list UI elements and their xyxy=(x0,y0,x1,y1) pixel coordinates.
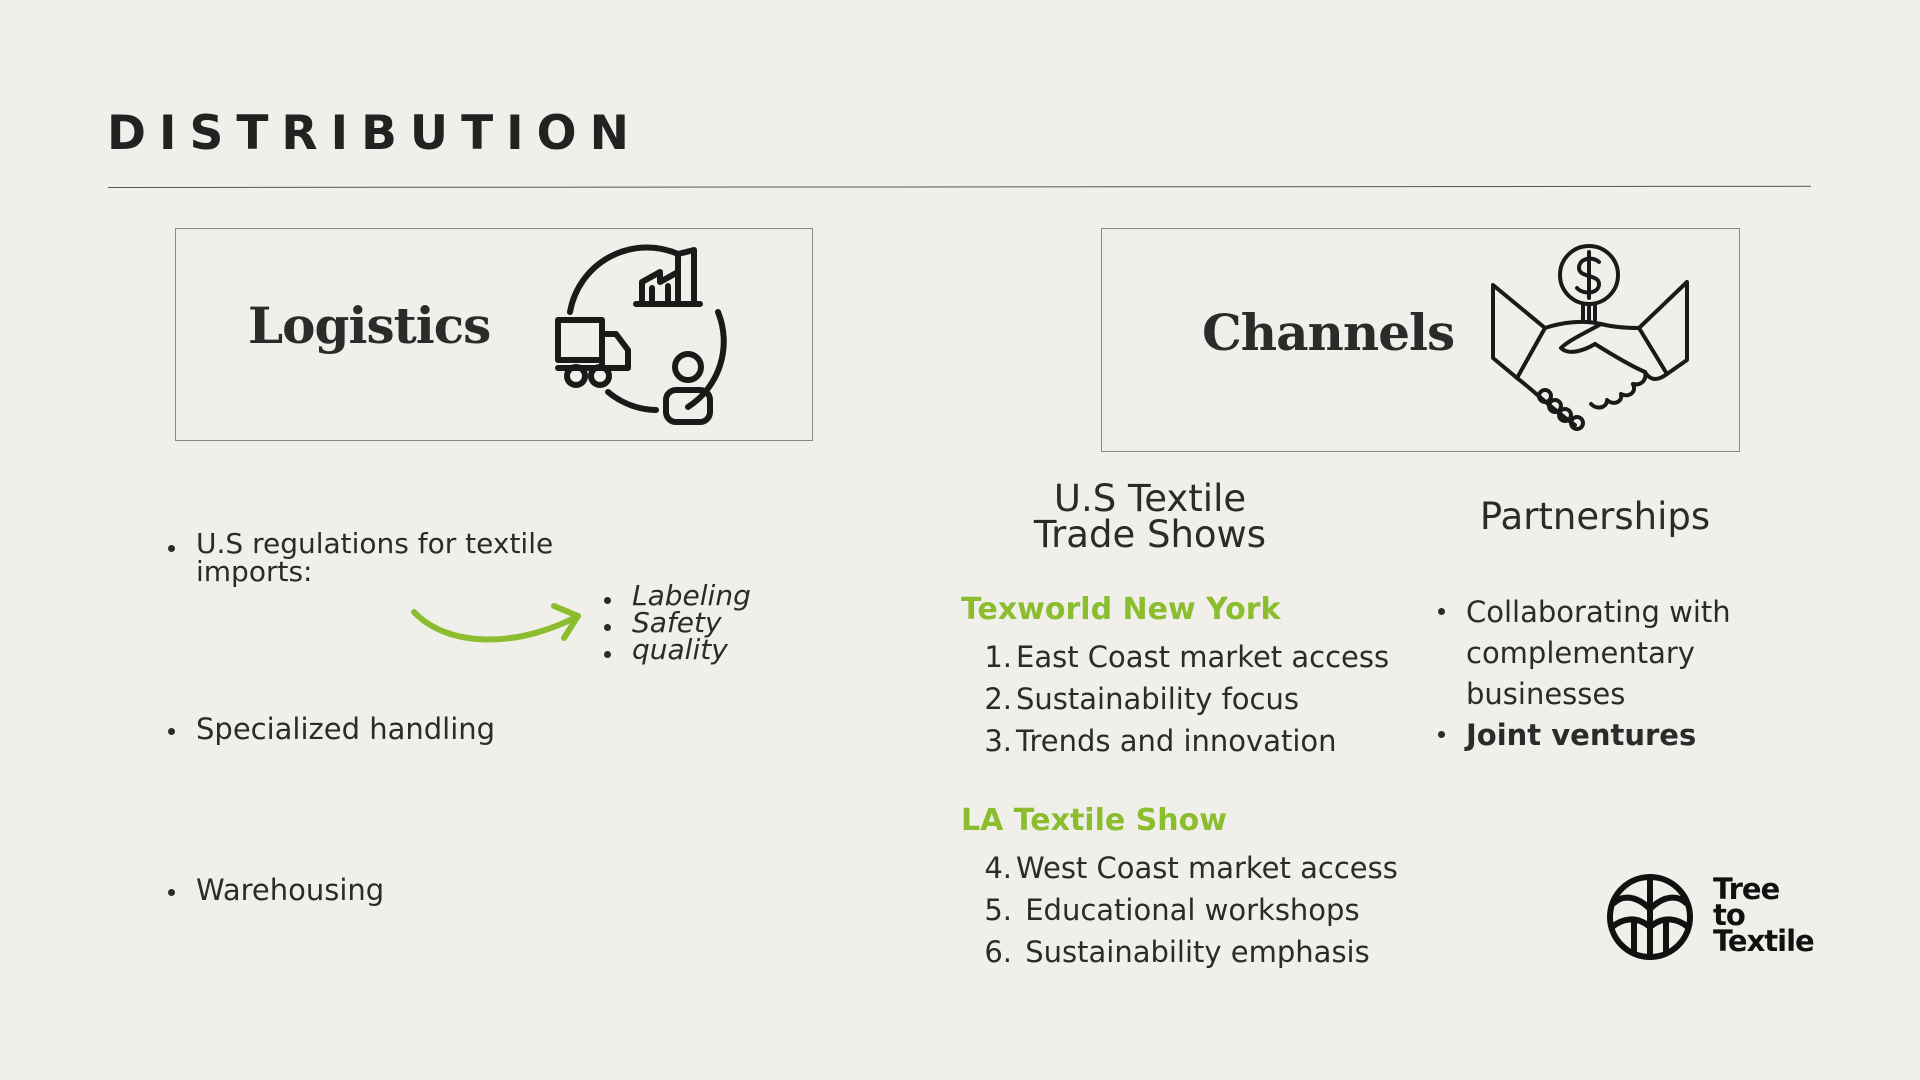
list-item: Joint ventures xyxy=(1438,715,1768,756)
handling-list: Specialized handling xyxy=(168,712,495,746)
list-item: 5. Educational workshops xyxy=(984,893,1360,927)
channels-card xyxy=(1101,228,1740,452)
warehousing-list: Warehousing xyxy=(168,873,384,907)
list-item: Labeling xyxy=(604,582,751,610)
list-item: 2.Sustainability focus xyxy=(984,682,1299,716)
list-item: Specialized handling xyxy=(168,712,495,746)
regulation-subitems: Labeling Safety quality xyxy=(604,582,751,664)
list-item: Safety xyxy=(604,609,751,637)
brand-wordmark: Tree to Textile xyxy=(1713,872,1815,958)
tree-logo-icon xyxy=(1607,874,1693,960)
regulations-list: U.S regulations for textile imports: xyxy=(168,530,588,586)
logistics-cycle-icon xyxy=(555,244,727,425)
handshake-dollar-icon xyxy=(1491,244,1689,431)
list-item: 4.West Coast market access xyxy=(984,851,1398,885)
logistics-card-title: Logistics xyxy=(248,296,491,355)
list-item: 3.Trends and innovation xyxy=(984,724,1337,758)
trade-shows-heading: U.S Textile Trade Shows xyxy=(1033,477,1267,556)
list-item: Warehousing xyxy=(168,873,384,907)
texworld-heading: Texworld New York xyxy=(961,592,1281,627)
la-textile-heading: LA Textile Show xyxy=(961,803,1227,838)
logistics-card xyxy=(175,228,813,441)
page-title: DISTRIBUTION xyxy=(107,106,642,161)
texworld-list: 1.East Coast market access 2.Sustainabil… xyxy=(982,636,1389,762)
list-item: 6. Sustainability emphasis xyxy=(984,935,1370,969)
list-item: 1.East Coast market access xyxy=(984,640,1390,674)
list-item: U.S regulations for textile imports: xyxy=(168,530,588,586)
channels-card-title: Channels xyxy=(1202,303,1455,362)
partnerships-heading: Partnerships xyxy=(1479,495,1711,538)
list-item: Collaborating with complementary busines… xyxy=(1438,592,1768,715)
title-divider xyxy=(107,185,1811,188)
partnerships-list: Collaborating with complementary busines… xyxy=(1438,592,1768,756)
curved-arrow-icon xyxy=(411,603,581,643)
la-textile-list: 4.West Coast market access 5. Educationa… xyxy=(982,847,1398,973)
list-item: quality xyxy=(604,636,751,664)
